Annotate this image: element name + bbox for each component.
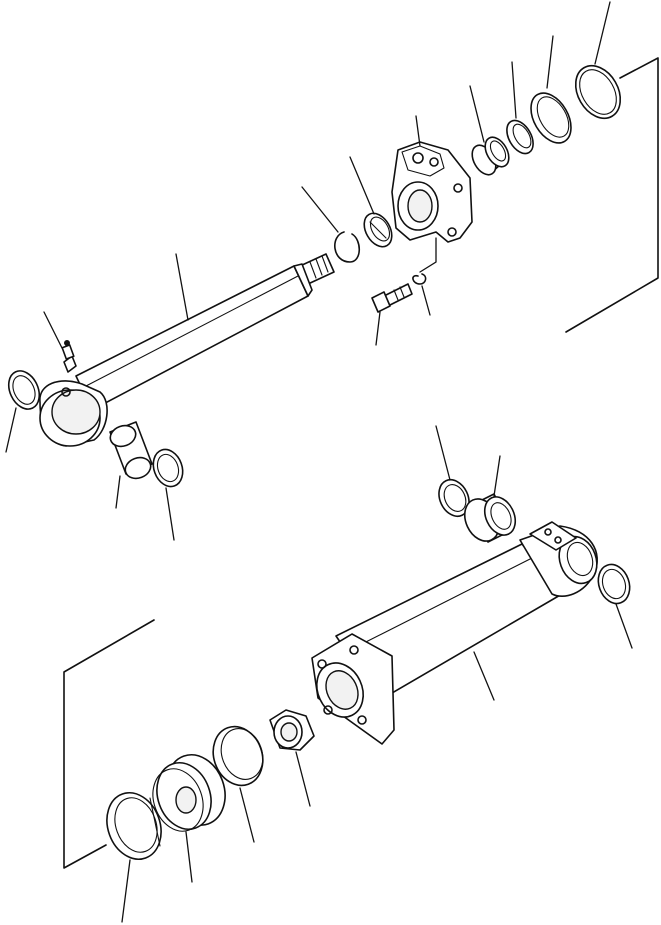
- leader-head-to-washer: [419, 237, 437, 273]
- tube-bushing: [463, 493, 517, 543]
- tube-seal-ring: [438, 478, 470, 518]
- seal-ring-small: [506, 119, 534, 155]
- leader-wear-ring: [239, 787, 255, 843]
- leader-rod-eye-seal-left: [5, 407, 17, 453]
- assembly-bracket-top: [565, 57, 659, 333]
- leader-piston-nut: [295, 751, 311, 807]
- leader-lock-washer: [421, 285, 431, 316]
- leader-cylinder-tube: [473, 651, 495, 701]
- cylinder-head: [391, 141, 473, 243]
- piston-rod: [75, 253, 335, 411]
- leader-piston: [185, 831, 193, 883]
- leader-piston-seal: [121, 859, 131, 923]
- tube-eye-seal-right: [597, 563, 631, 605]
- leader-cylinder-head: [415, 115, 421, 147]
- piston-nut: [269, 709, 315, 751]
- leader-snap-ring: [301, 186, 339, 233]
- leader-piston-rod: [175, 253, 189, 321]
- cylinder-tube: [311, 521, 598, 745]
- rod-eye-seal-right: [152, 448, 184, 488]
- leader-head-bolt: [375, 311, 381, 346]
- leader-tube-eye-seal-right: [615, 603, 633, 649]
- rod-seal: [363, 212, 393, 248]
- leader-grease-fitting: [43, 311, 63, 349]
- rod-eye-bushing: [109, 421, 153, 480]
- piston: [152, 754, 226, 832]
- backup-ring: [530, 92, 572, 144]
- leader-bushing-top: [469, 85, 485, 143]
- snap-ring: [334, 231, 361, 263]
- wear-ring: [212, 725, 264, 787]
- leader-tube-seal-ring: [435, 425, 451, 481]
- leader-backup-ring: [546, 35, 554, 89]
- grease-fitting: [61, 340, 77, 373]
- leader-seal-ring-small: [511, 61, 517, 119]
- assembly-bracket-bottom: [63, 619, 155, 869]
- leader-tube-bushing: [493, 455, 501, 497]
- piston-seal: [106, 792, 162, 860]
- head-bolt: [371, 283, 413, 313]
- rod-eye: [39, 380, 108, 447]
- leader-rod-eye-bushing: [115, 475, 121, 509]
- lock-washer: [412, 273, 427, 285]
- leader-o-ring-large: [594, 1, 611, 65]
- bushing-top: [471, 136, 510, 176]
- o-ring-large: [574, 64, 622, 120]
- leader-rod-seal: [349, 156, 375, 215]
- rod-eye-seal-left: [7, 370, 41, 410]
- leader-rod-eye-seal-right: [165, 487, 175, 541]
